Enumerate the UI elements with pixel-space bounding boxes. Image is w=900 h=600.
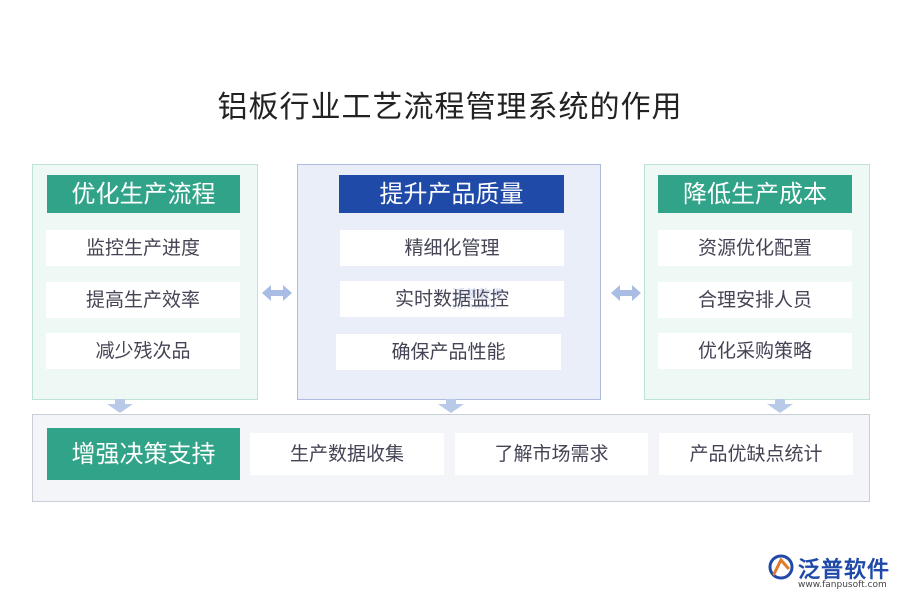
down-arrow-icon bbox=[107, 399, 133, 413]
watermark-name: 泛普软件 bbox=[452, 288, 505, 303]
list-item: 监控生产进度 bbox=[46, 230, 240, 266]
list-item: 合理安排人员 bbox=[658, 282, 852, 318]
list-item: 实时数据监控 bbox=[340, 281, 564, 317]
page-title: 铝板行业工艺流程管理系统的作用 bbox=[217, 90, 683, 125]
list-item: 减少残次品 bbox=[46, 333, 240, 369]
list-item: 确保产品性能 bbox=[336, 334, 561, 370]
brand-logo: 泛普软件 www.fanpusoft.com bbox=[768, 552, 892, 596]
list-item: 提高生产效率 bbox=[46, 282, 240, 318]
double-arrow-icon bbox=[262, 285, 292, 301]
watermark-sub: SOFTWARE bbox=[452, 303, 499, 311]
panel-heading-decision-support: 增强决策支持 bbox=[47, 428, 240, 480]
list-item: 优化采购策略 bbox=[658, 333, 852, 369]
double-arrow-icon bbox=[611, 285, 641, 301]
list-item: 了解市场需求 bbox=[455, 433, 648, 475]
watermark-logo: 泛普软件 SOFTWARE bbox=[452, 284, 564, 316]
list-item: 生产数据收集 bbox=[250, 433, 444, 475]
down-arrow-icon bbox=[767, 399, 793, 413]
brand-url: www.fanpusoft.com bbox=[798, 580, 887, 590]
panel-heading-improve-quality: 提升产品质量 bbox=[339, 175, 564, 213]
brand-name: 泛普软件 bbox=[798, 558, 891, 583]
list-item: 产品优缺点统计 bbox=[659, 433, 853, 475]
list-item: 精细化管理 bbox=[340, 230, 564, 266]
fanpu-logo-icon bbox=[768, 554, 794, 580]
panel-heading-reduce-cost: 降低生产成本 bbox=[658, 175, 852, 213]
panel-heading-optimize-production: 优化生产流程 bbox=[47, 175, 240, 213]
list-item: 资源优化配置 bbox=[658, 230, 852, 266]
down-arrow-icon bbox=[438, 399, 464, 413]
